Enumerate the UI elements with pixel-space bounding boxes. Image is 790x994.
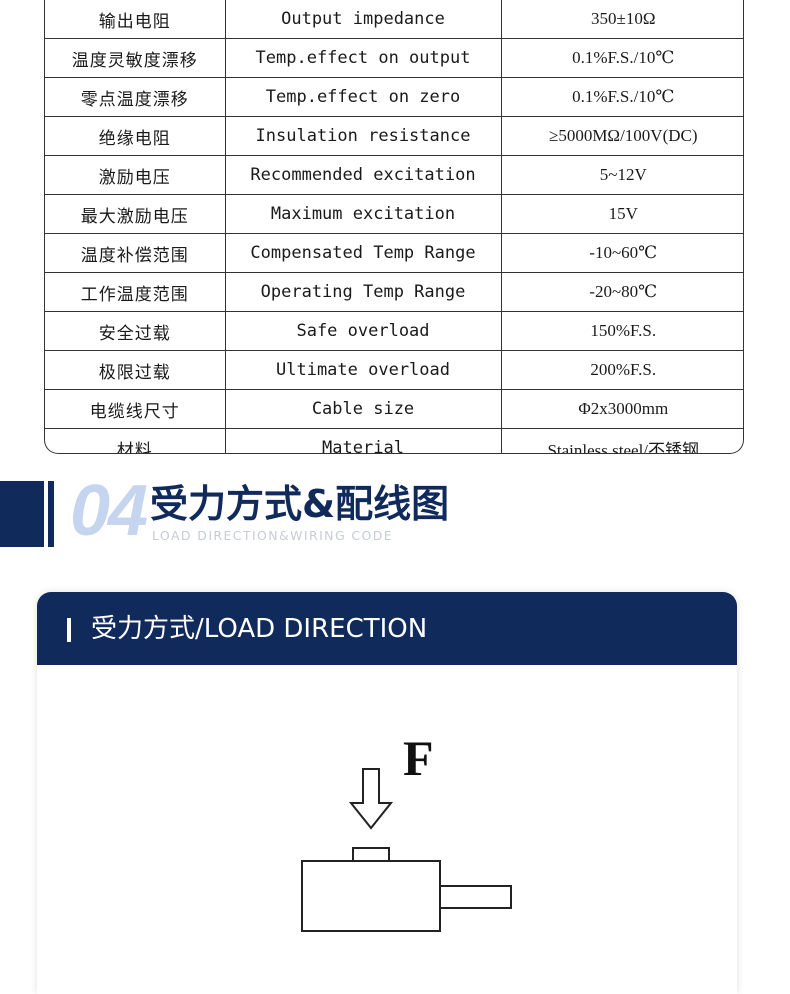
spec-value: Φ2x3000mm: [500, 389, 743, 429]
panel-header: 受力方式/LOAD DIRECTION: [37, 592, 737, 665]
load-button: [352, 847, 390, 863]
load-direction-diagram: F: [301, 730, 512, 932]
load-cell-body: [301, 860, 441, 932]
spec-name-cn: 温度补偿范围: [45, 233, 226, 273]
spec-name-cn: 电缆线尺寸: [45, 389, 226, 429]
spec-value: 5~12V: [500, 155, 743, 195]
spec-name-cn: 极限过载: [45, 350, 226, 390]
force-label: F: [403, 730, 434, 786]
panel-title: 受力方式/LOAD DIRECTION: [91, 614, 428, 644]
spec-name-en: Material: [224, 428, 502, 453]
spec-name-en: Temp.effect on output: [224, 38, 502, 78]
spec-name-cn: 材料: [45, 428, 226, 453]
panel-header-bar: [67, 618, 71, 642]
spec-name-en: Ultimate overload: [224, 350, 502, 390]
spec-name-cn: 工作温度范围: [45, 272, 226, 312]
spec-name-cn: 零点温度漂移: [45, 77, 226, 117]
spec-name-cn: 绝缘电阻: [45, 116, 226, 156]
spec-name-en: Output impedance: [224, 0, 502, 39]
spec-name-cn: 温度灵敏度漂移: [45, 38, 226, 78]
spec-name-cn: 最大激励电压: [45, 194, 226, 234]
spec-value: 150%F.S.: [500, 311, 743, 351]
spec-name-cn: 输出电阻: [45, 0, 226, 39]
section-accent-line: [48, 481, 54, 547]
load-direction-panel: 受力方式/LOAD DIRECTION F: [37, 592, 737, 994]
spec-value: 15V: [500, 194, 743, 234]
section-title: 受力方式&配线图: [150, 482, 450, 526]
section-accent-block: [0, 481, 44, 547]
spec-name-en: Compensated Temp Range: [224, 233, 502, 273]
spec-value: -10~60℃: [500, 233, 743, 273]
spec-value: 0.1%F.S./10℃: [500, 38, 743, 78]
spec-value: ≥5000MΩ/100V(DC): [500, 116, 743, 156]
spec-name-en: Maximum excitation: [224, 194, 502, 234]
spec-name-cn: 安全过载: [45, 311, 226, 351]
spec-name-cn: 激励电压: [45, 155, 226, 195]
spec-value: 0.1%F.S./10℃: [500, 77, 743, 117]
spec-name-en: Safe overload: [224, 311, 502, 351]
spec-name-en: Insulation resistance: [224, 116, 502, 156]
spec-name-en: Operating Temp Range: [224, 272, 502, 312]
spec-value: 350±10Ω: [500, 0, 743, 39]
spec-name-en: Cable size: [224, 389, 502, 429]
spec-name-en: Temp.effect on zero: [224, 77, 502, 117]
section-header: 04 受力方式&配线图 LOAD DIRECTION&WIRING CODE: [0, 475, 790, 547]
spec-value: Stainless steel/不锈钢: [500, 428, 743, 453]
spec-name-en: Recommended excitation: [224, 155, 502, 195]
spec-value: -20~80℃: [500, 272, 743, 312]
cable-outlet: [439, 885, 512, 909]
spec-value: 200%F.S.: [500, 350, 743, 390]
section-subtitle: LOAD DIRECTION&WIRING CODE: [152, 528, 394, 543]
force-arrow-icon: [348, 768, 394, 830]
section-number: 04: [70, 471, 148, 551]
